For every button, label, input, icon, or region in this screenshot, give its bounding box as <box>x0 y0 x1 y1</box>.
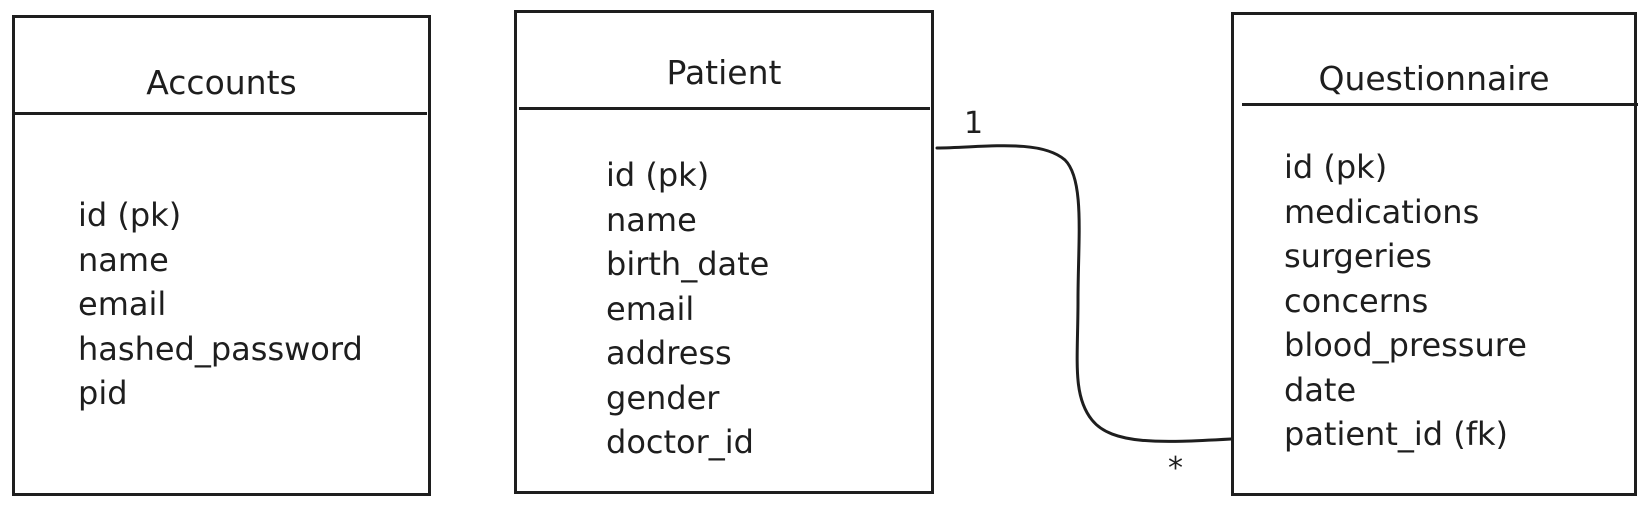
field-item: pid <box>78 374 128 412</box>
field-item: surgeries <box>1284 237 1432 275</box>
field-item: patient_id (fk) <box>1284 415 1509 453</box>
field-item: gender <box>606 378 720 417</box>
field-item: email <box>78 285 167 323</box>
patient-title: Patient <box>666 53 782 92</box>
questionnaire-entity[interactable]: Questionnaire id (pk) medications surger… <box>1231 12 1638 496</box>
patient-divider <box>519 107 930 110</box>
field-item: birth_date <box>606 245 770 283</box>
accounts-divider <box>15 112 427 115</box>
patient-entity[interactable]: Patient id (pk) name birth_date email ad… <box>514 10 934 494</box>
field-item: id (pk) <box>1284 148 1388 186</box>
field-item: name <box>606 200 697 239</box>
field-item: id (pk) <box>78 196 182 234</box>
field-item: medications <box>1284 192 1480 231</box>
multiplicity-many-label: * <box>1168 451 1183 486</box>
field-item: blood_pressure <box>1284 326 1527 364</box>
field-item: id (pk) <box>606 156 710 194</box>
field-item: doctor_id <box>606 423 754 461</box>
field-item: hashed_password <box>78 329 363 368</box>
accounts-fields: id (pk) name email hashed_password pid <box>78 193 363 416</box>
accounts-title: Accounts <box>146 63 297 102</box>
accounts-entity[interactable]: Accounts id (pk) name email hashed_passw… <box>12 15 431 496</box>
field-item: address <box>606 334 732 372</box>
questionnaire-divider <box>1242 103 1638 106</box>
field-item: name <box>78 240 169 279</box>
multiplicity-one-label: 1 <box>964 106 984 141</box>
questionnaire-fields: id (pk) medications surgeries concerns b… <box>1284 145 1527 457</box>
field-item: email <box>606 289 695 328</box>
field-item: concerns <box>1284 281 1429 320</box>
patient-fields: id (pk) name birth_date email address ge… <box>606 153 769 465</box>
field-item: date <box>1284 370 1357 409</box>
questionnaire-title: Questionnaire <box>1318 59 1550 98</box>
relationship-line <box>935 144 1233 443</box>
